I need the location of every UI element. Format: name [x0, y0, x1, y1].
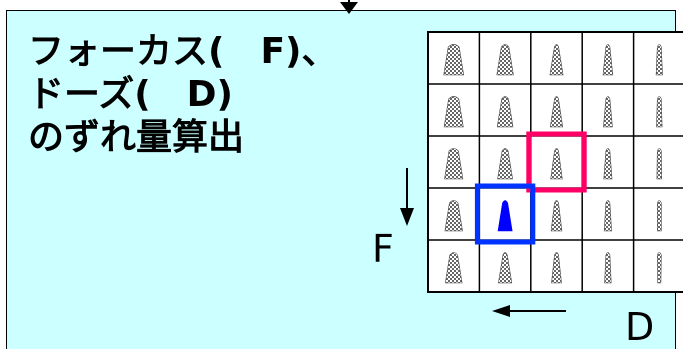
- resist-pattern: [604, 252, 612, 284]
- resist-pattern: [656, 148, 663, 180]
- resist-pattern: [496, 96, 514, 128]
- resist-pattern: [444, 148, 464, 180]
- resist-pattern: [550, 200, 563, 232]
- focus-axis-label: F: [372, 227, 394, 271]
- resist-pattern: [443, 44, 465, 76]
- resist-pattern: [496, 44, 514, 76]
- resist-pattern: [550, 148, 563, 180]
- resist-pattern: [603, 148, 613, 180]
- resist-pattern: [549, 44, 564, 76]
- title-line-1: フォーカス( F)、: [28, 31, 338, 72]
- title-line-2: ドーズ( D): [28, 74, 233, 115]
- measured-highlight-box: [474, 183, 536, 245]
- resist-pattern: [602, 44, 614, 76]
- resist-pattern: [603, 96, 613, 128]
- resist-pattern: [443, 96, 464, 128]
- resist-pattern: [549, 96, 564, 128]
- resist-pattern: [656, 252, 662, 284]
- title-line-3: のずれ量算出: [28, 117, 245, 158]
- matrix-group: [427, 31, 683, 293]
- resist-pattern: [551, 252, 562, 284]
- dose-axis-label: D: [625, 305, 655, 349]
- resist-pattern: [497, 148, 513, 180]
- reference-highlight-box: [526, 131, 587, 193]
- resist-pattern: [657, 200, 662, 232]
- resist-pattern: [498, 252, 513, 284]
- focus-arrow-icon: [400, 168, 414, 226]
- dose-arrow-icon: [492, 305, 566, 317]
- resist-pattern: [603, 200, 612, 232]
- resist-pattern: [655, 44, 663, 76]
- measured-pattern: [497, 200, 513, 232]
- resist-pattern: [444, 252, 463, 284]
- resist-pattern: [444, 200, 463, 232]
- resist-pattern: [656, 96, 663, 128]
- diagram-title: フォーカス( F)、ドーズ( D)のずれ量算出: [28, 30, 338, 159]
- top-arrow-icon: [340, 0, 358, 14]
